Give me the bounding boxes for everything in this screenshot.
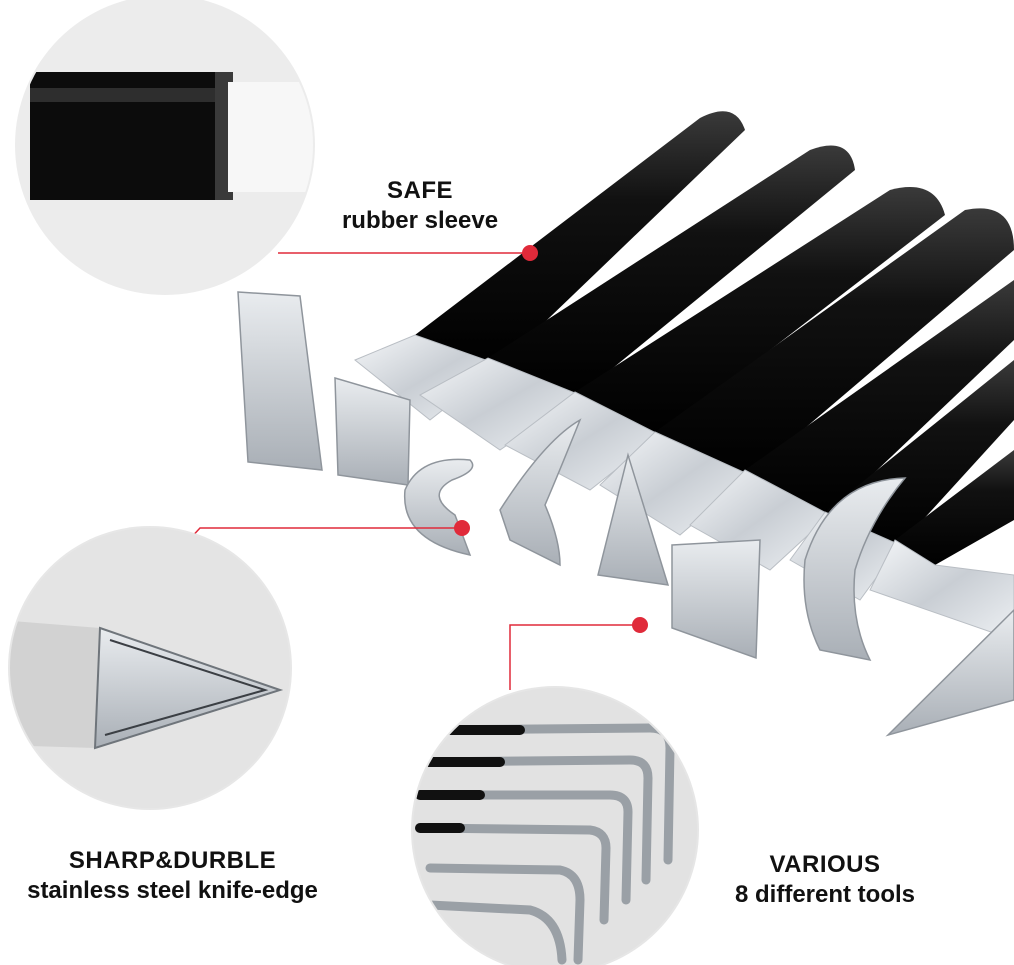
tool-fan [237,111,1014,737]
caption-safe: SAFE rubber sleeve [320,176,520,236]
caption-various-title: VARIOUS [769,851,881,878]
caption-various: VARIOUS 8 different tools [700,850,950,910]
caption-sharp-title: SHARP&DURBLE [68,847,277,874]
zoom-circle-various-tools [411,686,699,965]
zoom-circle-rubber-sleeve [15,0,315,295]
zoom-circle-knife-edge [8,526,292,810]
marker-dot-safe [522,245,538,261]
blades [237,291,1014,737]
caption-safe-title: SAFE [386,177,453,204]
rubber-handles [415,111,1014,565]
caption-sharp-subtitle: stainless steel knife-edge [27,877,318,904]
caption-safe-subtitle: rubber sleeve [341,207,499,234]
leader-various [509,624,640,690]
marker-dot-various [632,617,648,633]
marker-dot-sharp [454,520,470,536]
caption-various-subtitle: 8 different tools [734,881,915,908]
caption-sharp: SHARP&DURBLE stainless steel knife-edge [0,846,345,906]
